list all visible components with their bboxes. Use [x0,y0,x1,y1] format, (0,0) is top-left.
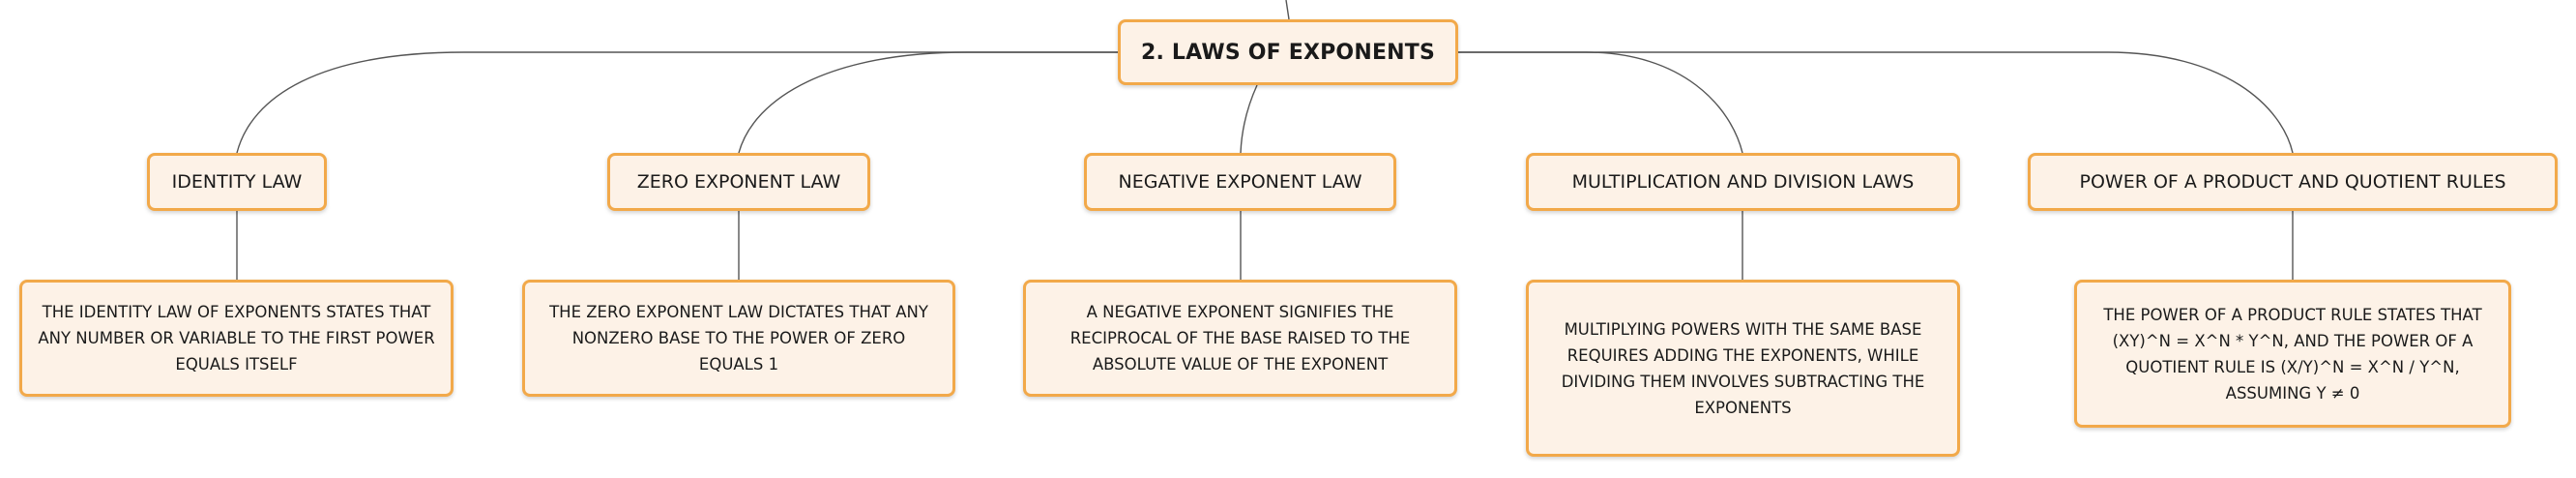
topic-negative-exponent-law[interactable]: NEGATIVE EXPONENT LAW [1084,153,1396,211]
connector-multiplication [1458,51,1743,154]
topic-label: MULTIPLICATION AND DIVISION LAWS [1571,171,1915,193]
topic-label: POWER OF A PRODUCT AND QUOTIENT RULES [2079,171,2506,193]
connector-negative [1240,84,1258,154]
topic-power-of-product-and-quotient-rules[interactable]: POWER OF A PRODUCT AND QUOTIENT RULES [2028,153,2558,211]
detail-identity-law[interactable]: THE IDENTITY LAW OF EXPONENTS STATES THA… [19,280,454,397]
detail-text: THE POWER OF A PRODUCT RULE STATES THAT … [2103,305,2482,403]
detail-zero-exponent-law[interactable]: THE ZERO EXPONENT LAW DICTATES THAT ANY … [522,280,955,397]
topic-label: ZERO EXPONENT LAW [636,171,841,193]
topic-multiplication-and-division-laws[interactable]: MULTIPLICATION AND DIVISION LAWS [1526,153,1960,211]
detail-text: THE IDENTITY LAW OF EXPONENTS STATES THA… [38,303,435,373]
detail-negative-exponent-law[interactable]: A NEGATIVE EXPONENT SIGNIFIES THE RECIPR… [1023,280,1457,397]
detail-multiplication-and-division-laws[interactable]: MULTIPLYING POWERS WITH THE SAME BASE RE… [1526,280,1960,457]
root-topic-label: 2. LAWS OF EXPONENTS [1140,40,1436,65]
detail-text: THE ZERO EXPONENT LAW DICTATES THAT ANY … [549,303,928,373]
topic-label: IDENTITY LAW [171,171,303,193]
detail-text: MULTIPLYING POWERS WITH THE SAME BASE RE… [1561,319,1925,417]
detail-power-of-product-and-quotient-rules[interactable]: THE POWER OF A PRODUCT RULE STATES THAT … [2074,280,2511,428]
connector-parent [1285,0,1290,20]
connector-power [1458,51,2294,154]
detail-text: A NEGATIVE EXPONENT SIGNIFIES THE RECIPR… [1069,303,1411,373]
topic-identity-law[interactable]: IDENTITY LAW [147,153,327,211]
connector-zero [738,51,1118,154]
connector-identity [236,51,1118,154]
topic-label: NEGATIVE EXPONENT LAW [1118,171,1362,193]
root-topic-laws-of-exponents[interactable]: 2. LAWS OF EXPONENTS [1118,19,1458,85]
topic-zero-exponent-law[interactable]: ZERO EXPONENT LAW [607,153,870,211]
